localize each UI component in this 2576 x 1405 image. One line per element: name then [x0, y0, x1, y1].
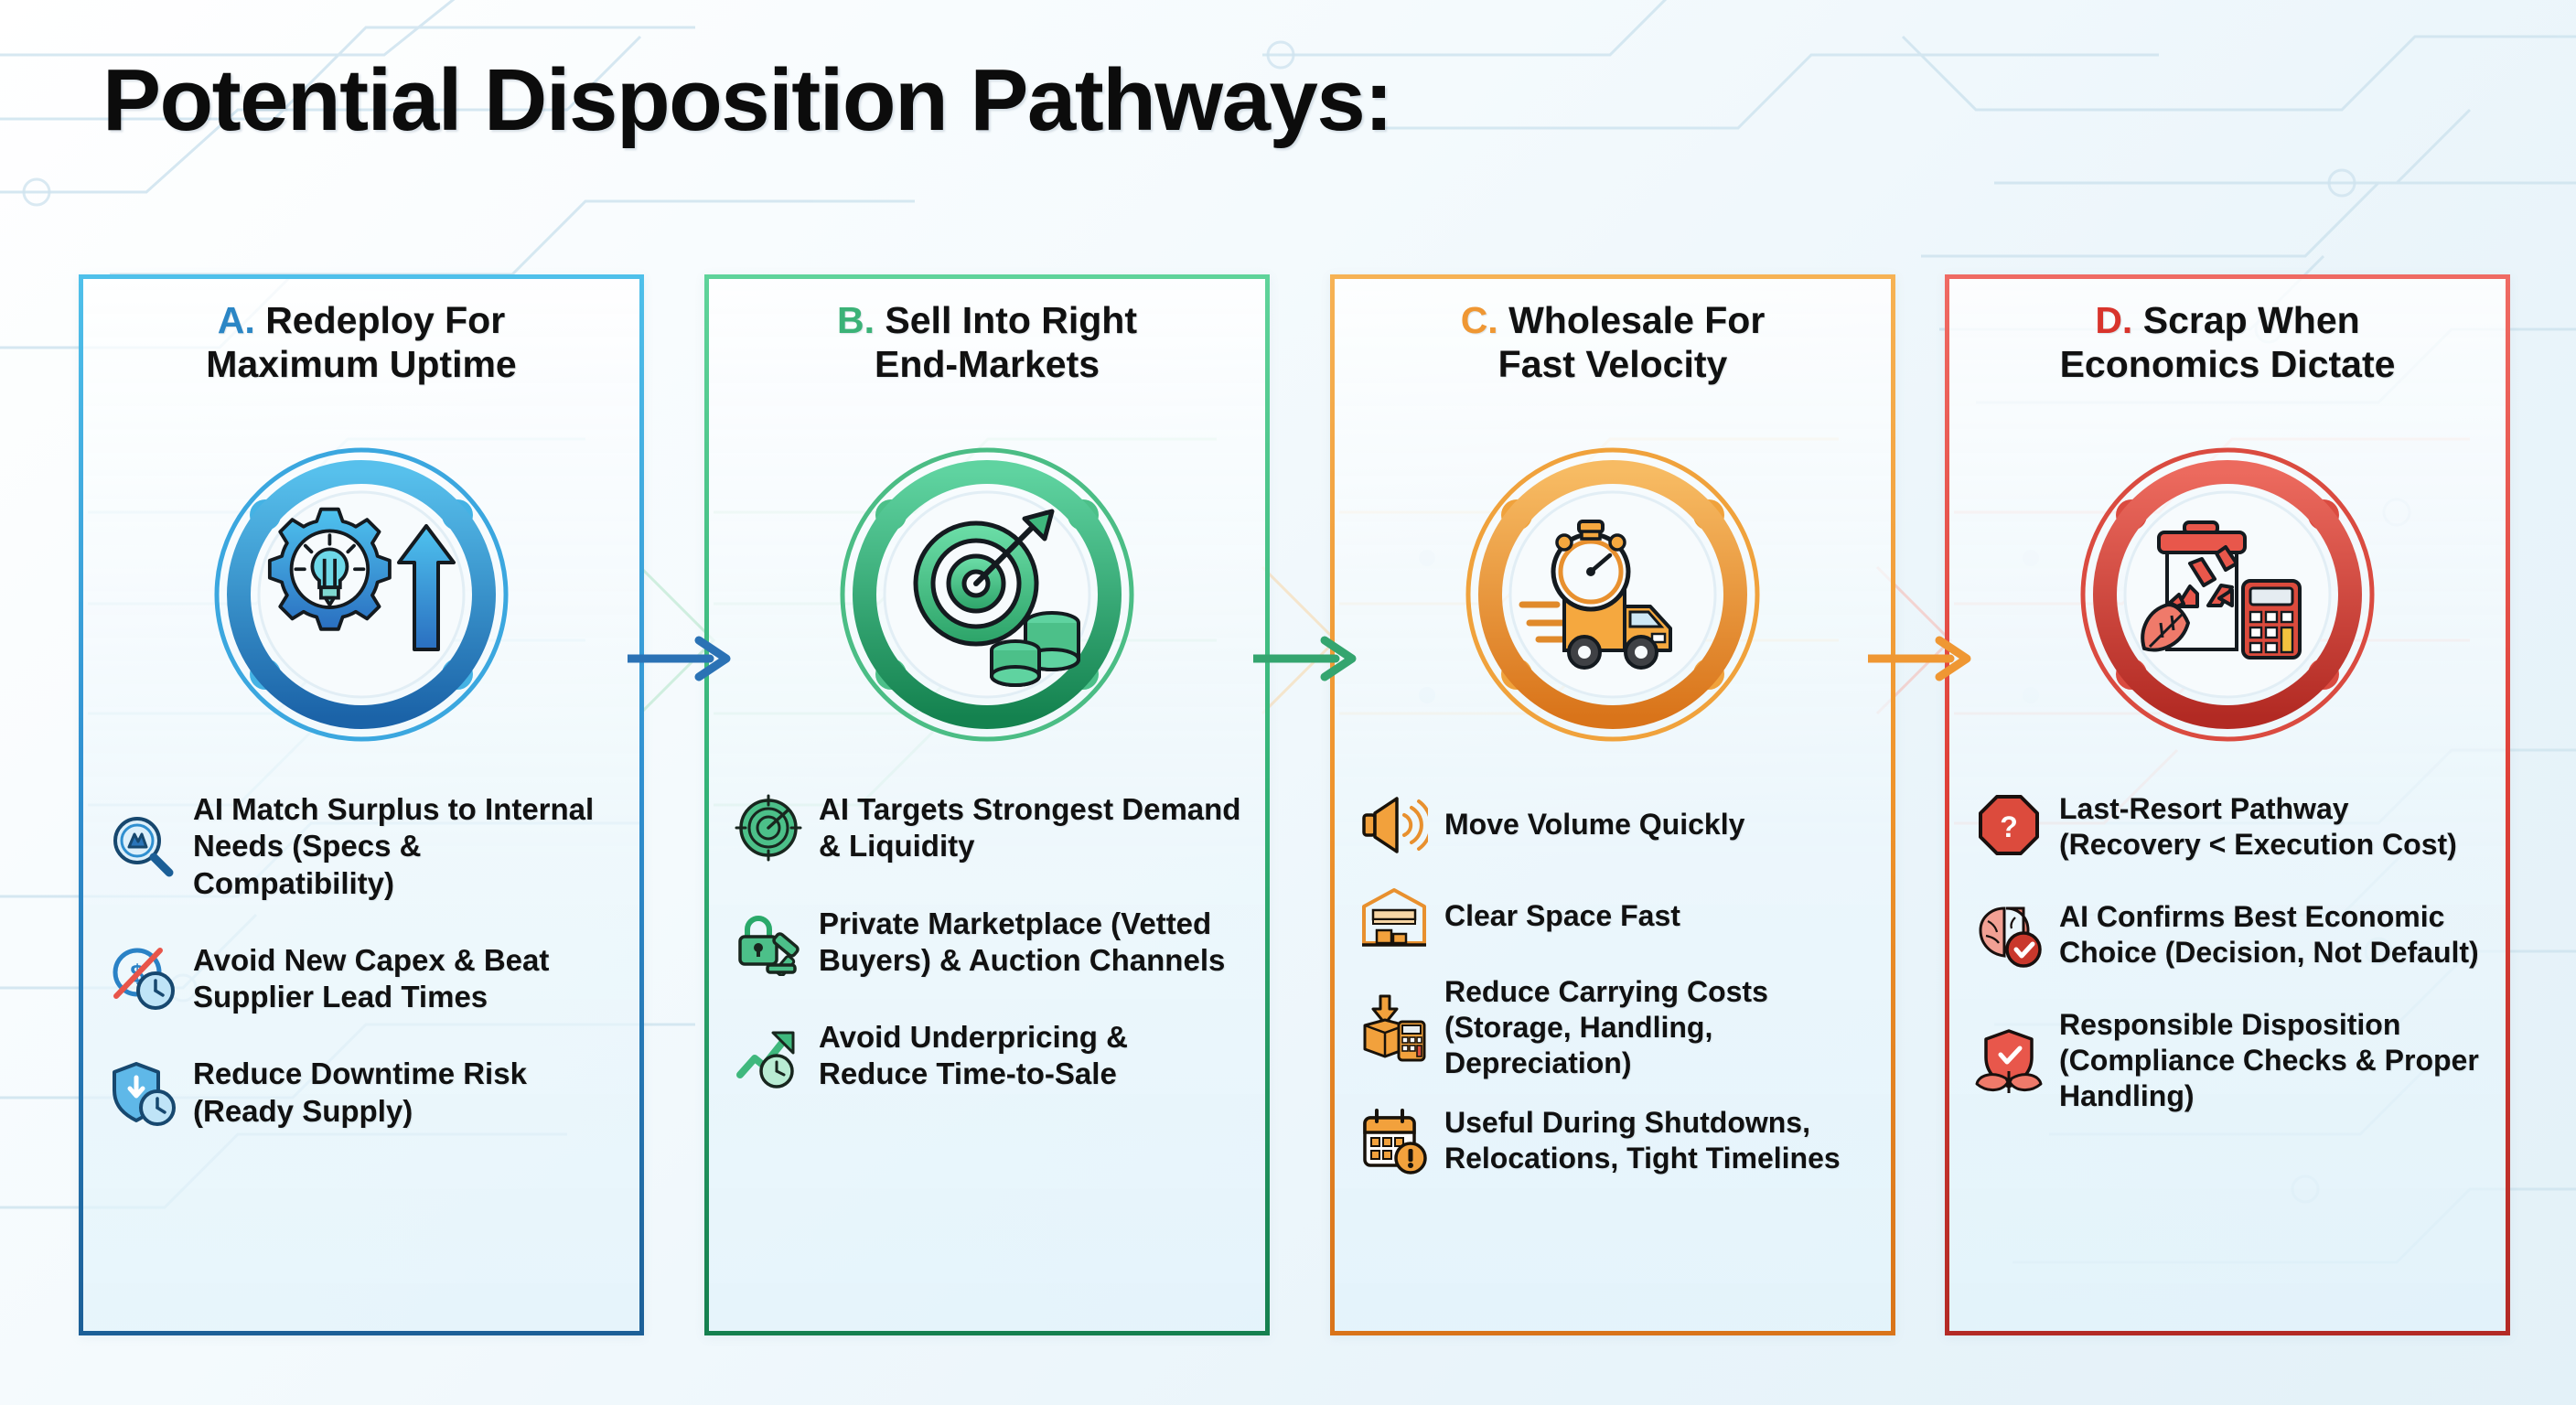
target-arrow-coins-icon — [836, 444, 1138, 745]
list-item[interactable]: AI Confirms Best Economic Choice (Decisi… — [1975, 899, 2484, 971]
list-item-label: Useful During Shutdowns, Relocations, Ti… — [1444, 1106, 1841, 1175]
warehouse-icon — [1360, 883, 1428, 950]
panel-d-letter: D. — [2095, 299, 2143, 341]
panel-b-letter: B. — [837, 299, 886, 341]
panel-d-bullets: ? Last-Resort Pathway (Recovery < Execut… — [1975, 791, 2484, 1151]
magnifier-match-icon — [109, 812, 177, 880]
list-item[interactable]: Move Volume Quickly — [1360, 791, 1869, 859]
arrow-b-to-c — [1253, 631, 1363, 686]
list-item[interactable]: Reduce Downtime Risk (Ready Supply) — [109, 1056, 617, 1130]
list-item-label: Last-Resort Pathway (Recovery < Executio… — [2059, 792, 2457, 862]
box-calculator-down-arrow-icon — [1360, 994, 1428, 1062]
shield-download-clock-icon — [109, 1059, 177, 1127]
list-item[interactable]: Private Marketplace (Vetted Buyers) & Au… — [735, 906, 1243, 980]
list-item[interactable]: Responsible Disposition (Compliance Chec… — [1975, 1007, 2484, 1114]
pathway-panels: A. Redeploy For Maximum Uptime — [0, 274, 2576, 1354]
stop-question-icon: ? — [1975, 793, 2043, 861]
panel-a-heading-line2: Maximum Uptime — [206, 342, 517, 385]
list-item-label: Reduce Downtime Risk (Ready Supply) — [193, 1056, 527, 1128]
panel-redeploy[interactable]: A. Redeploy For Maximum Uptime — [79, 274, 644, 1335]
arrow-a-to-b — [628, 631, 737, 686]
shield-leaf-check-icon — [1975, 1027, 2043, 1095]
svg-text:?: ? — [2000, 810, 2018, 843]
list-item-label: AI Targets Strongest Demand & Liquidity — [819, 792, 1241, 863]
list-item[interactable]: $ Avoid New Capex & Beat Supplier Lead T… — [109, 942, 617, 1016]
panel-a-bullets: AI Match Surplus to Internal Needs (Spec… — [109, 791, 617, 1170]
panel-wholesale[interactable]: C. Wholesale For Fast Velocity — [1330, 274, 1895, 1335]
list-item-label: AI Match Surplus to Internal Needs (Spec… — [193, 792, 595, 900]
arrow-c-to-d — [1868, 631, 1978, 686]
list-item[interactable]: AI Targets Strongest Demand & Liquidity — [735, 791, 1243, 865]
list-item-label: AI Confirms Best Economic Choice (Decisi… — [2059, 900, 2479, 970]
panel-c-heading-line2: Fast Velocity — [1497, 342, 1728, 385]
list-item-label: Private Marketplace (Vetted Buyers) & Au… — [819, 906, 1226, 977]
list-item[interactable]: Useful During Shutdowns, Relocations, Ti… — [1360, 1105, 1869, 1176]
panel-c-heading: C. Wholesale For Fast Velocity — [1335, 299, 1891, 387]
panel-a-heading-line1: Redeploy For — [265, 299, 506, 341]
list-item[interactable]: Reduce Carrying Costs (Storage, Handling… — [1360, 974, 1869, 1081]
panel-c-letter: C. — [1460, 299, 1509, 341]
growth-arrow-clock-icon — [735, 1022, 802, 1089]
panel-c-heading-line1: Wholesale For — [1508, 299, 1766, 341]
panel-b-heading-line1: Sell Into Right — [885, 299, 1137, 341]
panel-d-heading-line2: Economics Dictate — [2059, 342, 2396, 385]
panel-scrap[interactable]: D. Scrap When Economics Dictate — [1945, 274, 2510, 1335]
list-item-label: Avoid Underpricing & Reduce Time-to-Sale — [819, 1020, 1128, 1091]
panel-a-letter: A. — [217, 299, 266, 341]
list-item-label: Move Volume Quickly — [1444, 808, 1745, 842]
page-title: Potential Disposition Pathways: — [102, 51, 1393, 149]
panel-d-heading: D. Scrap When Economics Dictate — [1949, 299, 2506, 387]
no-dollar-clock-icon: $ — [109, 945, 177, 1013]
recycle-bin-leaf-calculator-icon — [2077, 444, 2378, 745]
list-item[interactable]: Avoid Underpricing & Reduce Time-to-Sale — [735, 1019, 1243, 1093]
panel-a-heading: A. Redeploy For Maximum Uptime — [83, 299, 639, 387]
lock-gavel-icon — [735, 908, 802, 976]
panel-b-heading-line2: End-Markets — [874, 342, 1100, 385]
list-item[interactable]: ? Last-Resort Pathway (Recovery < Execut… — [1975, 791, 2484, 863]
gear-lightbulb-up-arrow-icon — [210, 444, 512, 745]
list-item[interactable]: AI Match Surplus to Internal Needs (Spec… — [109, 791, 617, 902]
panel-d-heading-line1: Scrap When — [2142, 299, 2360, 341]
list-item-label: Clear Space Fast — [1444, 899, 1680, 933]
megaphone-icon — [1360, 791, 1428, 859]
list-item-label: Reduce Carrying Costs (Storage, Handling… — [1444, 975, 1768, 1080]
list-item-label: Responsible Disposition (Compliance Chec… — [2059, 1008, 2479, 1113]
calendar-alert-icon — [1360, 1107, 1428, 1174]
list-item[interactable]: Clear Space Fast — [1360, 883, 1869, 950]
fast-truck-stopwatch-icon — [1462, 444, 1764, 745]
panel-b-heading: B. Sell Into Right End-Markets — [709, 299, 1265, 387]
panel-b-bullets: AI Targets Strongest Demand & Liquidity — [735, 791, 1243, 1133]
list-item-label: Avoid New Capex & Beat Supplier Lead Tim… — [193, 942, 550, 1014]
panel-c-bullets: Move Volume Quickly Clear Space Fa — [1360, 791, 1869, 1200]
brain-check-icon — [1975, 901, 2043, 969]
panel-sell[interactable]: B. Sell Into Right End-Markets — [704, 274, 1270, 1335]
radar-target-icon — [735, 794, 802, 862]
